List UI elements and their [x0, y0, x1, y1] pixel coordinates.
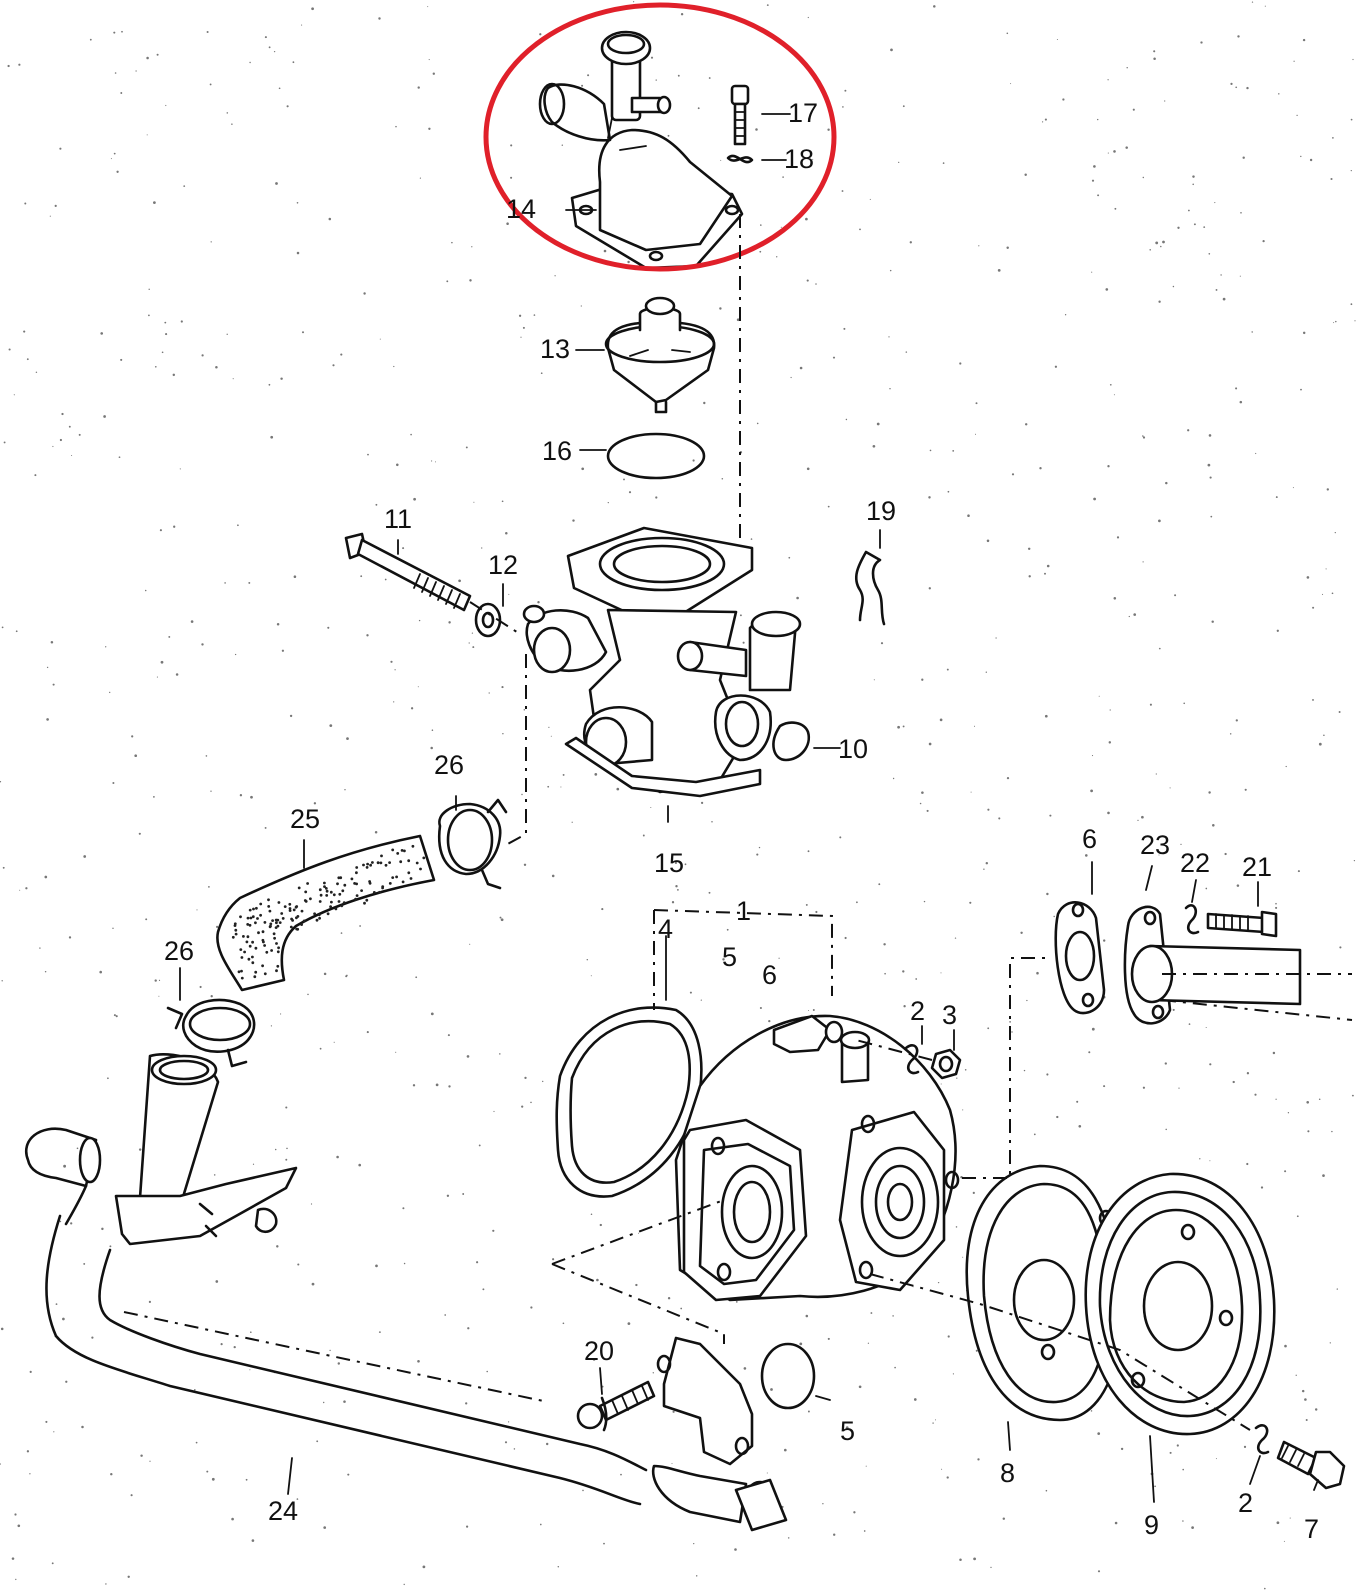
label-21: 21: [1242, 852, 1272, 882]
label-5-upper: 5: [722, 942, 737, 972]
label-8: 8: [1000, 1458, 1015, 1488]
o-ring-part-10: [772, 721, 811, 762]
label-17: 17: [788, 98, 818, 128]
bolt-part-7: [1276, 1440, 1346, 1490]
water-pump-part-1: [674, 1014, 960, 1302]
assembly-lines: [123, 214, 1353, 1431]
label-4: 4: [658, 914, 673, 944]
highlight-circle: [483, 2, 837, 272]
bolt-part-11: [344, 532, 472, 612]
washer-part-18: [726, 154, 754, 164]
label-16: 16: [542, 436, 572, 466]
thermostat-cover-part-14: [538, 30, 744, 270]
label-10: 10: [838, 734, 868, 764]
label-24: 24: [268, 1496, 298, 1526]
label-26-upper: 26: [434, 750, 464, 780]
label-12: 12: [488, 550, 518, 580]
leader-lines: [179, 113, 1319, 1503]
washer-part-2-lower: [1254, 1424, 1270, 1455]
label-18: 18: [784, 144, 814, 174]
bolt-part-17: [730, 84, 750, 146]
clip-part-19: [854, 550, 886, 626]
washer-part-2-upper: [904, 1044, 920, 1075]
hose-clamp-part-26-lower: [166, 998, 256, 1068]
label-2-upper: 2: [910, 996, 925, 1026]
seal-ring-part-16: [606, 432, 706, 480]
washer-part-22: [1184, 904, 1200, 935]
label-9: 9: [1144, 1510, 1159, 1540]
label-6-right: 6: [1082, 824, 1097, 854]
label-25: 25: [290, 804, 320, 834]
label-26-lower: 26: [164, 936, 194, 966]
coolant-pipe-part-24: [25, 1052, 788, 1532]
o-ring-part-5: [760, 1342, 816, 1410]
label-2-lower: 2: [1238, 1488, 1253, 1518]
label-1: 1: [736, 896, 751, 926]
label-11: 11: [384, 504, 412, 534]
label-22: 22: [1180, 848, 1210, 878]
label-15: 15: [654, 848, 684, 878]
nut-part-3: [930, 1048, 962, 1080]
thermostat-housing-part-15: [522, 526, 802, 798]
label-7: 7: [1304, 1514, 1319, 1544]
label-19: 19: [866, 496, 896, 526]
label-14: 14: [506, 194, 536, 224]
pulley-part-9: [1084, 1172, 1276, 1436]
label-23: 23: [1140, 830, 1170, 860]
part-labels: 14 17 18 13 16 11 12 19 10 26 25 15 1 4 …: [164, 98, 1319, 1544]
gasket-part-6: [1054, 901, 1106, 1015]
hose-part-25: [216, 834, 436, 992]
bolt-part-21: [1206, 910, 1278, 938]
label-13: 13: [540, 334, 570, 364]
hose-clamp-part-26-upper: [437, 798, 508, 890]
label-3: 3: [942, 1000, 957, 1030]
label-6-upper: 6: [762, 960, 777, 990]
washer-part-12: [474, 602, 502, 638]
label-5-lower: 5: [840, 1416, 855, 1446]
label-20: 20: [584, 1336, 614, 1366]
thermostat-part-13: [604, 296, 716, 414]
bolt-part-20: [576, 1380, 656, 1432]
